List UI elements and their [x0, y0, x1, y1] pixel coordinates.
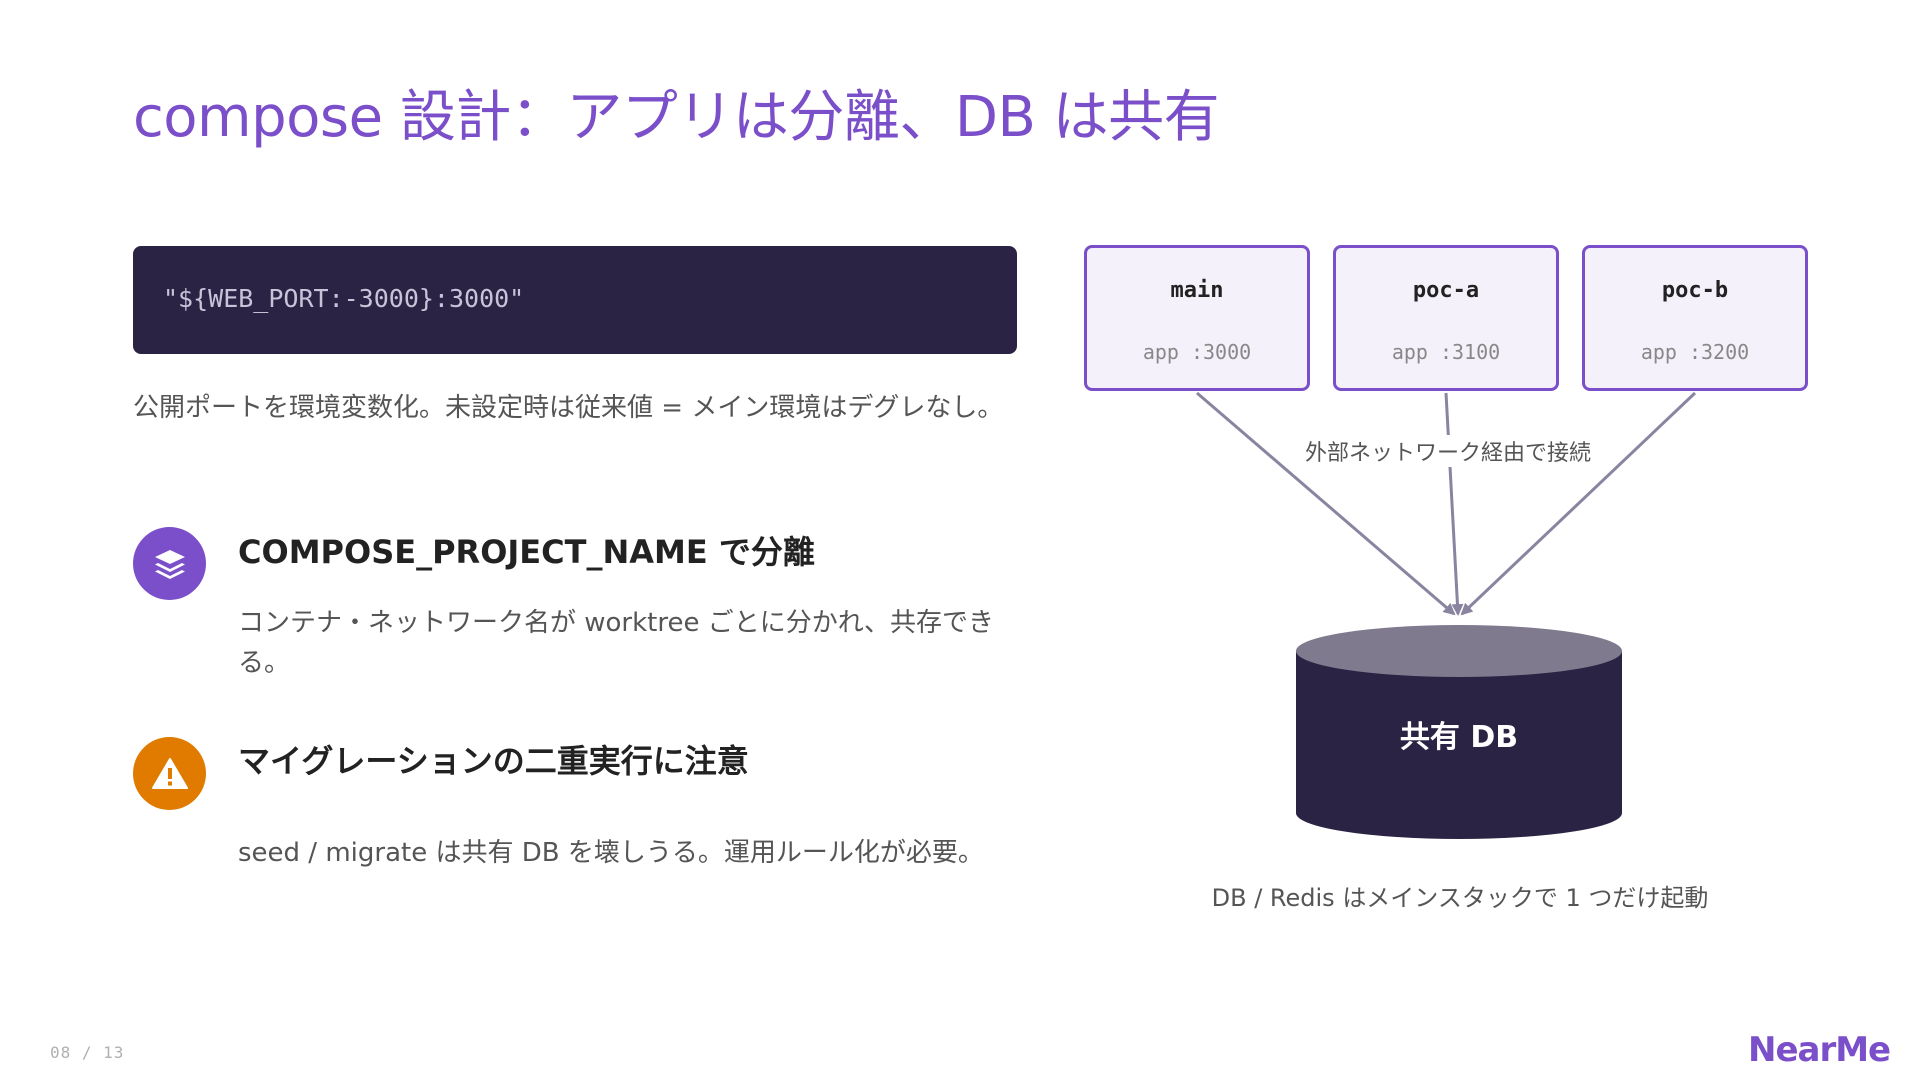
feature-title-migration: マイグレーションの二重実行に注意: [238, 742, 749, 780]
port-description: 公開ポートを環境変数化。未設定時は従来値 = メイン環境はデグレなし。: [133, 393, 1004, 423]
slide-title: compose 設計：アプリは分離、DB は共有: [133, 85, 1220, 150]
connector-poc-a: [1444, 392, 1464, 616]
feature-body-project-name: コンテナ・ネットワーク名が worktree ごとに分かれ、共存できる。: [238, 608, 995, 678]
connector-poc-b: [1460, 391, 1697, 616]
nearme-logo: NearMe: [1748, 1030, 1891, 1070]
app-name: poc-b: [1661, 278, 1729, 303]
shared-db-label: 共有 DB: [1399, 720, 1519, 755]
app-box-main: main app :3000: [1084, 245, 1310, 391]
app-box-poc-b: poc-b app :3200: [1582, 245, 1808, 391]
app-name: poc-a: [1412, 278, 1480, 303]
connector-main: [1196, 391, 1456, 616]
page-number: 08 / 13: [50, 1043, 125, 1062]
app-port: app :3000: [1142, 340, 1252, 364]
app-name: main: [1170, 278, 1224, 303]
warning-icon: [133, 737, 206, 810]
feature-body-migration: seed / migrate は共有 DB を壊しうる。運用ルール化が必要。: [238, 838, 984, 868]
app-port: app :3200: [1640, 340, 1750, 364]
network-label: 外部ネットワーク経由で接続: [1300, 435, 1596, 467]
app-port: app :3100: [1391, 340, 1501, 364]
code-block: "${WEB_PORT:-3000}:3000": [133, 246, 1017, 354]
app-box-poc-a: poc-a app :3100: [1333, 245, 1559, 391]
layers-icon: [133, 527, 206, 600]
feature-title-project-name: COMPOSE_PROJECT_NAME で分離: [238, 533, 815, 571]
code-snippet: "${WEB_PORT:-3000}:3000": [163, 284, 525, 313]
db-caption: DB / Redis はメインスタックで 1 つだけ起動: [1211, 884, 1709, 912]
